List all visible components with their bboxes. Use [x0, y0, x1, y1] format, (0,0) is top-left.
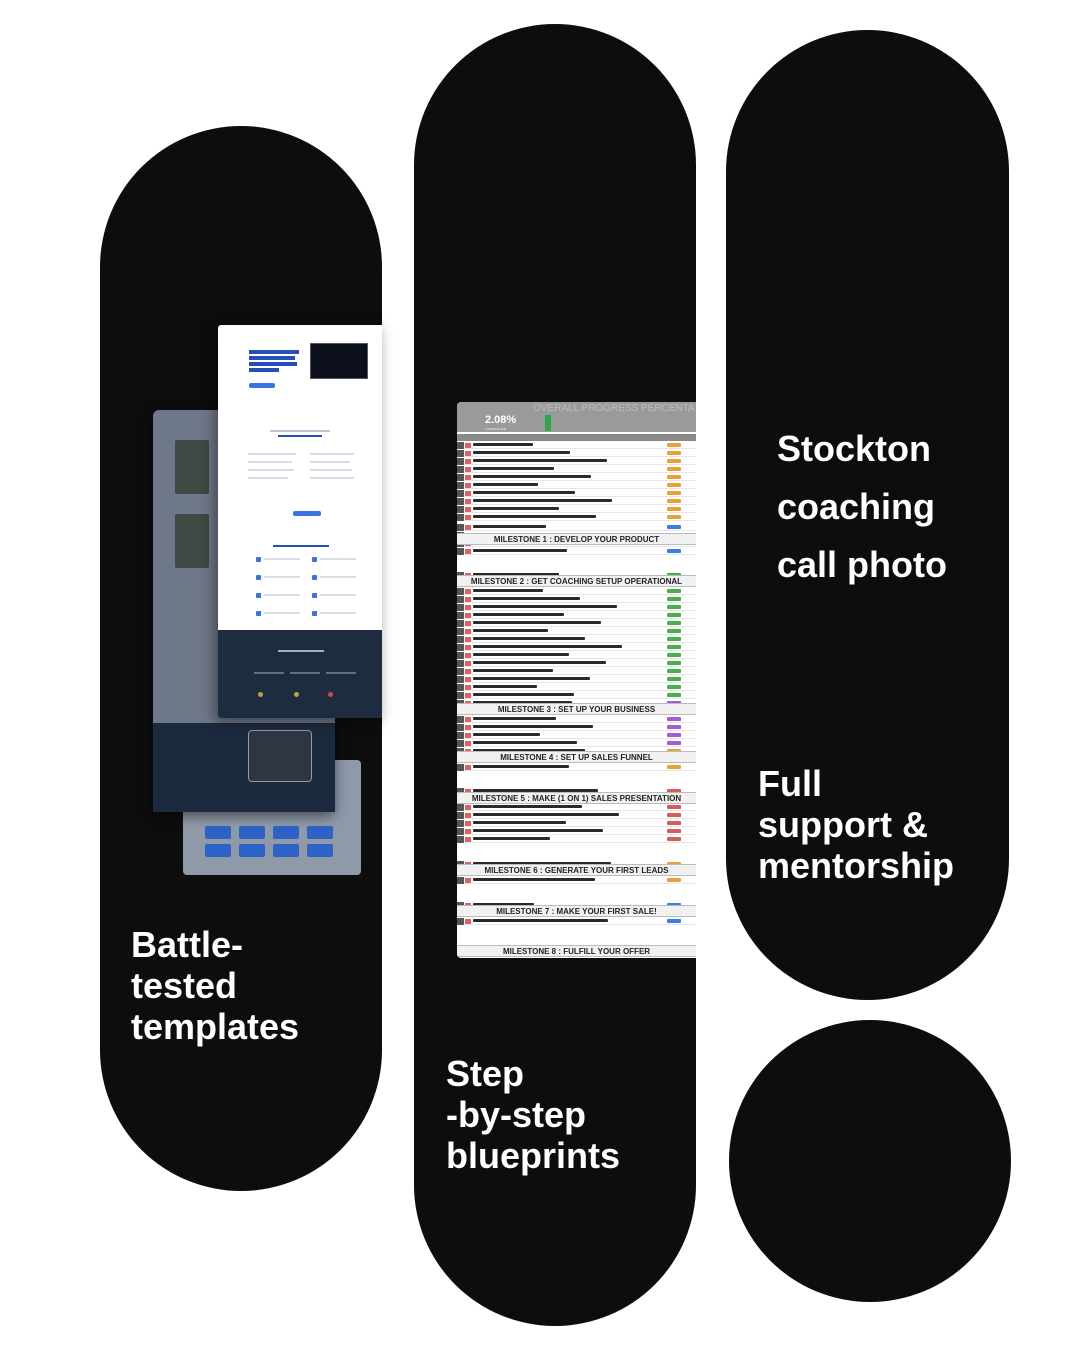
task-row [457, 804, 696, 811]
task-row [457, 620, 696, 627]
milestone-header: MILESTONE 8 : FULFILL YOUR OFFER [457, 945, 696, 957]
task-row [457, 740, 696, 747]
task-row [457, 676, 696, 683]
milestone-header: MILESTONE 7 : MAKE YOUR FIRST SALE! [457, 905, 696, 917]
milestone-header: MILESTONE 1 : DEVELOP YOUR PRODUCT [457, 533, 696, 545]
task-row [457, 668, 696, 675]
task-row [457, 506, 696, 513]
task-row [457, 652, 696, 659]
decorative-circle [729, 1020, 1011, 1302]
spreadsheet-title: OVERALL PROGRESS PERCENTA [533, 403, 695, 414]
task-row [457, 716, 696, 723]
task-row [457, 812, 696, 819]
task-row [457, 828, 696, 835]
task-row [457, 548, 696, 555]
task-row [457, 442, 696, 449]
templates-label: Battle- tested templates [131, 924, 300, 1047]
task-row [457, 820, 696, 827]
progress-spreadsheet: OVERALL PROGRESS PERCENTA 2.08% COMPLETE… [457, 402, 696, 958]
avatar-placeholder [248, 730, 312, 782]
task-row [457, 514, 696, 521]
support-label: Full support & mentorship [758, 763, 955, 886]
template-mockup-front [218, 325, 382, 718]
task-row [457, 596, 696, 603]
mockup-video [310, 343, 368, 379]
task-row [457, 836, 696, 843]
milestone-header: MILESTONE 5 : MAKE (1 ON 1) SALES PRESEN… [457, 792, 696, 804]
task-row [457, 732, 696, 739]
task-row [457, 466, 696, 473]
task-row [457, 684, 696, 691]
task-row [457, 524, 696, 531]
task-row [457, 692, 696, 699]
task-row [457, 877, 696, 884]
mockup-footer [218, 630, 382, 718]
task-row [457, 724, 696, 731]
task-row [457, 628, 696, 635]
task-row [457, 918, 696, 925]
milestone-header: MILESTONE 2 : GET COACHING SETUP OPERATI… [457, 575, 696, 587]
task-row [457, 458, 696, 465]
task-row [457, 764, 696, 771]
task-row [457, 474, 696, 481]
coaching-card [726, 30, 1009, 1000]
task-row [457, 636, 696, 643]
milestone-header: MILESTONE 6 : GENERATE YOUR FIRST LEADS [457, 864, 696, 876]
task-row [457, 660, 696, 667]
milestone-header: MILESTONE 3 : SET UP YOUR BUSINESS [457, 703, 696, 715]
task-row [457, 644, 696, 651]
task-row [457, 450, 696, 457]
coaching-label: Stockton coaching call photo [777, 428, 947, 585]
completed-label: COMPLETED [485, 427, 507, 431]
mockup-hero-text [249, 350, 305, 372]
task-row [457, 482, 696, 489]
task-row [457, 604, 696, 611]
task-row [457, 490, 696, 497]
progress-bar [545, 415, 551, 431]
milestone-header: MILESTONE 4 : SET UP SALES FUNNEL [457, 751, 696, 763]
progress-percent: 2.08% [485, 414, 517, 426]
task-row [457, 588, 696, 595]
blueprints-label: Step -by-step blueprints [446, 1053, 621, 1176]
task-row [457, 498, 696, 505]
task-row [457, 612, 696, 619]
